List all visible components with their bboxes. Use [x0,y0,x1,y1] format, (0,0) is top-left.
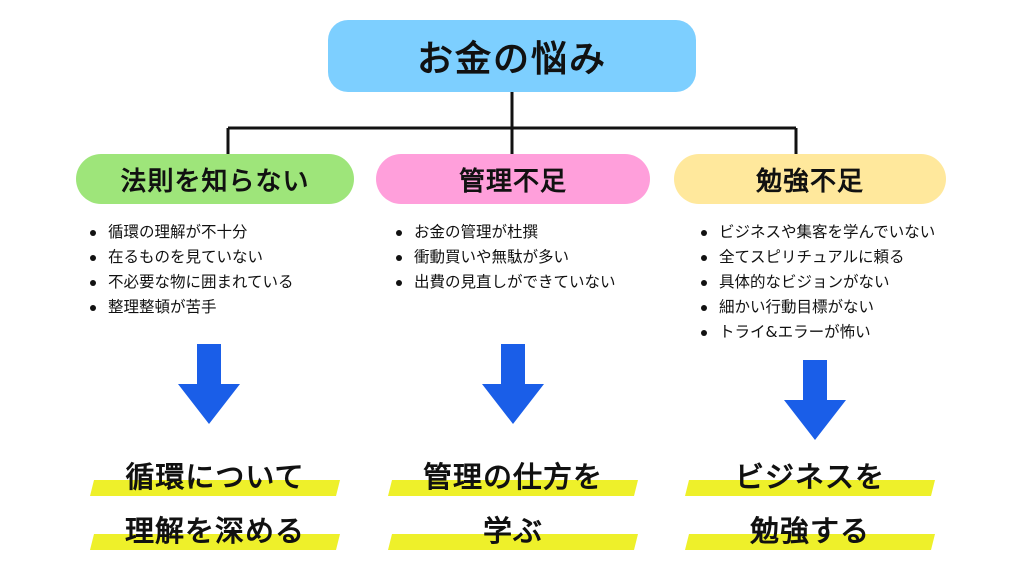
result-line: 理解を深める [100,504,330,558]
arrow-down-icon [784,360,846,440]
category-label-0: 法則を知らない [120,166,310,197]
category-label-1: 管理不足 [458,166,567,197]
bullet-item: 整理整頓が苦手 [86,295,294,320]
result-line-text: 管理の仕方を [422,460,603,494]
root-node-label: お金の悩み [416,39,607,80]
result-text-0: 循環について 理解を深める [100,450,330,558]
bullet-item: トライ&エラーが怖い [697,320,935,345]
bullet-item: 全てスピリチュアルに頼る [697,245,935,270]
category-node-1: 管理不足 [376,154,650,204]
bullet-item: お金の管理が杜撰 [392,220,616,245]
category-label-2: 勉強不足 [755,166,864,197]
bullet-item: 具体的なビジョンがない [697,270,935,295]
result-text-2: ビジネスを 勉強する [695,450,925,558]
root-node: お金の悩み [328,20,696,92]
bullet-item: 細かい行動目標がない [697,295,935,320]
bullet-item: ビジネスや集客を学んでいない [697,220,935,245]
result-line-text: 理解を深める [124,514,305,548]
bullet-item: 不必要な物に囲まれている [86,270,294,295]
result-text-1: 管理の仕方を 学ぶ [398,450,628,558]
result-line-text: 学ぶ [482,514,543,548]
arrow-down-icon [482,344,544,424]
category-node-0: 法則を知らない [76,154,354,204]
result-line-text: 循環について [125,460,305,494]
result-line: 勉強する [695,504,925,558]
bullet-item: 衝動買いや無駄が多い [392,245,616,270]
bullet-item: 在るものを見ていない [86,245,294,270]
category-node-2: 勉強不足 [674,154,946,204]
result-line: 管理の仕方を [398,450,628,504]
result-line-text: 勉強する [749,514,870,548]
result-line: ビジネスを [695,450,925,504]
result-line-text: ビジネスを [734,460,885,494]
result-line: 学ぶ [398,504,628,558]
bullet-item: 出費の見直しができていない [392,270,616,295]
bullet-item: 循環の理解が不十分 [86,220,294,245]
bullet-list-1: お金の管理が杜撰 衝動買いや無駄が多い 出費の見直しができていない [392,220,616,295]
bullet-list-0: 循環の理解が不十分 在るものを見ていない 不必要な物に囲まれている 整理整頓が苦… [86,220,294,320]
arrow-down-icon [178,344,240,424]
result-line: 循環について [100,450,330,504]
bullet-list-2: ビジネスや集客を学んでいない 全てスピリチュアルに頼る 具体的なビジョンがない … [697,220,935,345]
